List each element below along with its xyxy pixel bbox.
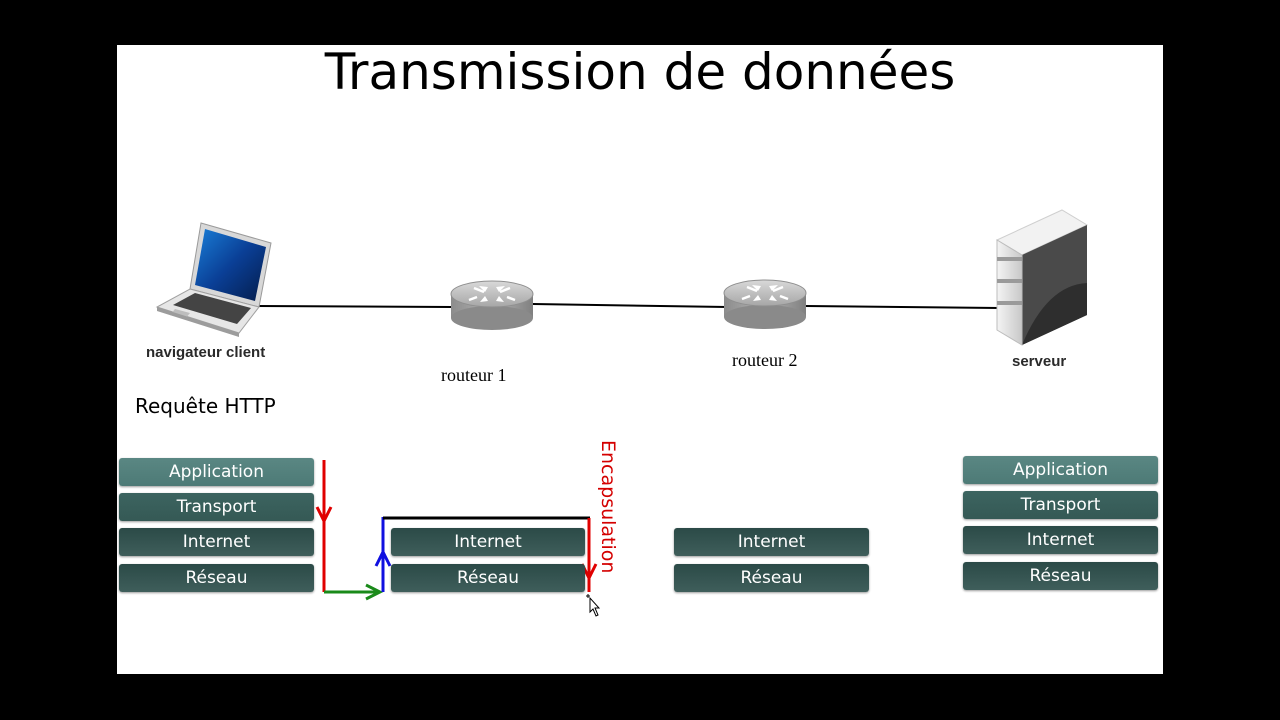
server-label: serveur [1012, 353, 1067, 370]
router-1-icon [450, 280, 534, 330]
client-layer-reseau: Réseau [119, 564, 314, 592]
link-client-router1 [256, 305, 453, 308]
server-layer-application: Application [963, 456, 1158, 484]
link-router2-server [805, 305, 1000, 309]
client-label: navigateur client [146, 344, 266, 361]
server-icon [995, 209, 1089, 346]
router-2-label: routeur 2 [732, 350, 798, 370]
mouse-cursor-icon [586, 594, 600, 617]
router-2-layer-reseau: Réseau [674, 564, 869, 592]
client-layer-application: Application [119, 458, 314, 486]
server-layer-transport: Transport [963, 491, 1158, 519]
router-2-layer-internet: Internet [674, 528, 869, 556]
slide: Transmission de données [117, 45, 1163, 674]
page-title: Transmission de données [324, 45, 956, 101]
link-router1-router2 [532, 303, 728, 308]
request-label: Requête HTTP [135, 394, 276, 418]
client-layer-transport: Transport [119, 493, 314, 521]
router-1-label: routeur 1 [441, 365, 507, 385]
encapsulation-label: Encapsulation [597, 440, 619, 574]
server-layer-internet: Internet [963, 526, 1158, 554]
router-1-layer-reseau: Réseau [391, 564, 585, 592]
laptop-icon [155, 222, 272, 337]
encapsulation-arrows [315, 460, 598, 601]
router-2-icon [723, 279, 807, 329]
client-layer-internet: Internet [119, 528, 314, 556]
server-layer-reseau: Réseau [963, 562, 1158, 590]
router-1-layer-internet: Internet [391, 528, 585, 556]
network-diagram [155, 209, 1089, 601]
